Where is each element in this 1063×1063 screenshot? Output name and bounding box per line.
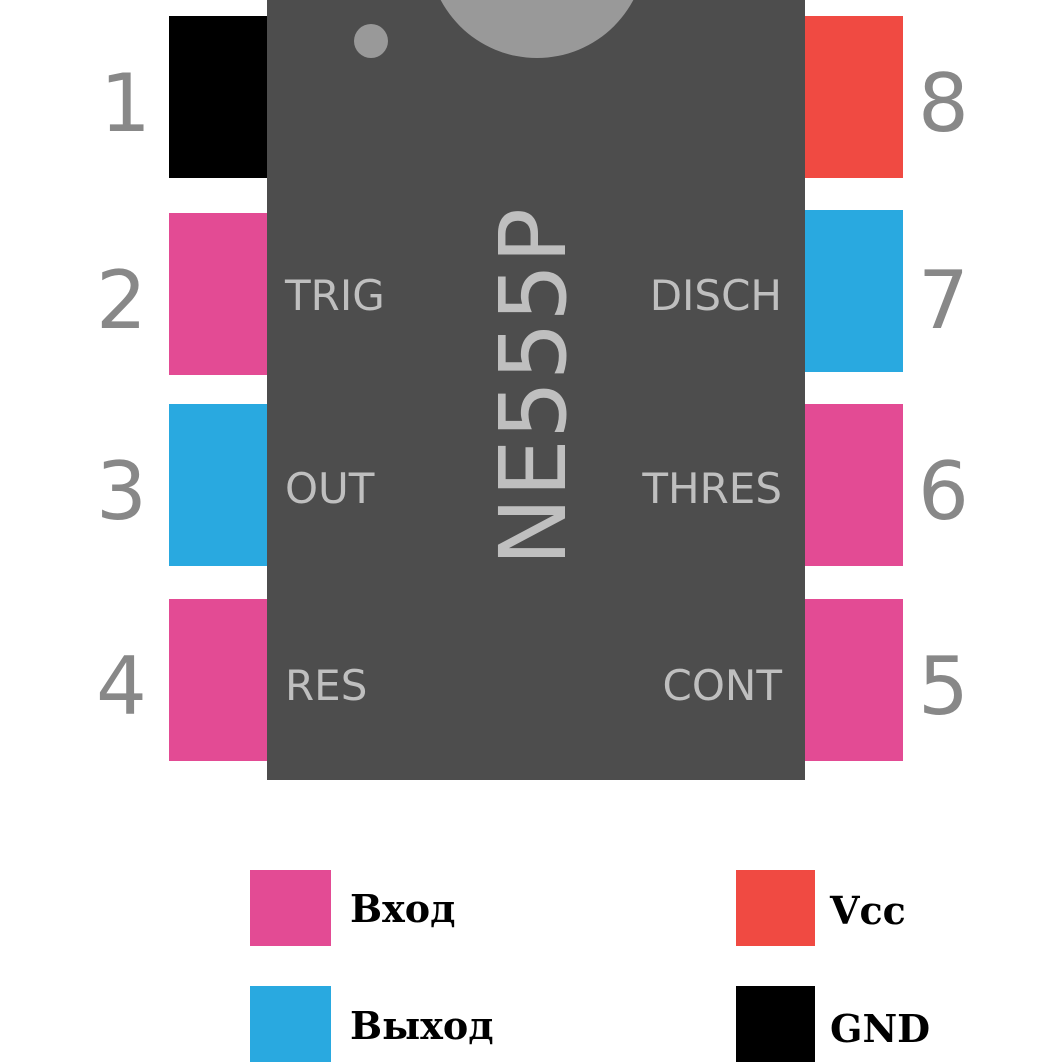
pin1-dot-marker (354, 24, 388, 58)
legend-swatch-vcc (736, 870, 815, 946)
pin-2 (169, 213, 267, 375)
pin-label-res: RES (285, 661, 368, 710)
pin-number-3: 3 (96, 445, 147, 538)
pin-7 (805, 210, 903, 372)
pin-1 (169, 16, 267, 178)
legend-swatch-input (250, 870, 331, 946)
pin-5 (805, 599, 903, 761)
pin-8 (805, 16, 903, 178)
legend-label-vcc: Vcc (830, 888, 906, 933)
pin-3 (169, 404, 267, 566)
pin-label-disch: DISCH (649, 271, 782, 320)
chip-name: NE555P (480, 207, 587, 567)
legend-swatch-output (250, 986, 331, 1062)
legend-label-input: Вход (350, 886, 456, 931)
pin-label-thres: THRES (642, 464, 782, 513)
pin-number-8: 8 (918, 57, 969, 150)
legend-label-output: Выход (350, 1003, 494, 1048)
pin-number-2: 2 (96, 254, 147, 347)
pin-label-cont: CONT (662, 661, 782, 710)
pin-number-4: 4 (96, 640, 147, 733)
legend-swatch-gnd (736, 986, 815, 1062)
pin-6 (805, 404, 903, 566)
pin-label-out: OUT (285, 464, 375, 513)
pin-label-trig: TRIG (285, 271, 385, 320)
pin-number-7: 7 (918, 254, 969, 347)
pin-number-6: 6 (918, 445, 969, 538)
pin-number-5: 5 (918, 640, 969, 733)
legend-label-gnd: GND (830, 1006, 931, 1051)
pin-4 (169, 599, 267, 761)
pin-number-1: 1 (100, 57, 151, 150)
chip-body (267, 0, 805, 780)
